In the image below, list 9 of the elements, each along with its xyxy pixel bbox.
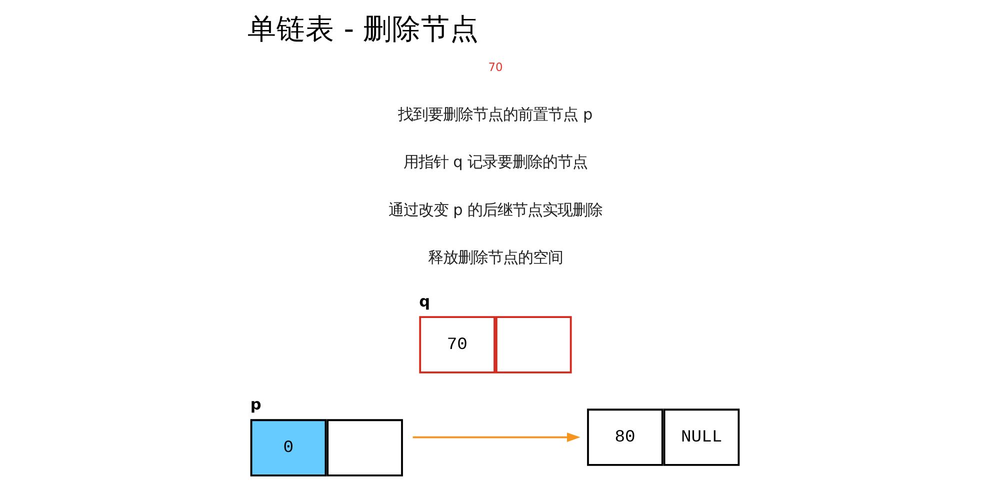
label: 找到要删除节点的前置节点 p [398,105,593,124]
arrow [412,432,580,442]
label: 释放删除节点的空间 [428,248,563,267]
node-label: p [250,395,262,414]
label: 70 [488,60,503,74]
label: 用指针 q 记录要删除的节点 [403,153,588,172]
label: 通过改变 p 的后继节点实现删除 [388,200,603,219]
diagram-title: 单链表 - 删除节点 [248,12,480,46]
node-label: q [419,292,430,310]
